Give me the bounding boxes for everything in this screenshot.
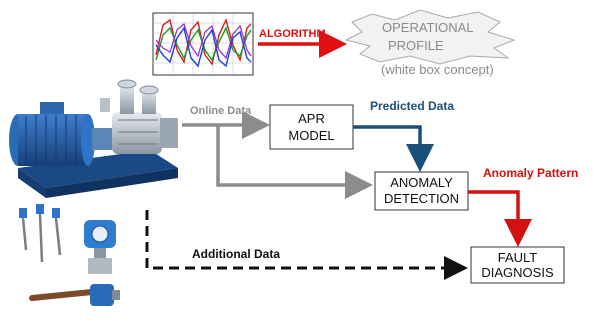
anomaly-detection-box: ANOMALY DETECTION [374,171,469,211]
pressure-transmitter-icon [84,220,116,274]
algorithm-label: ALGORITHM [259,28,326,40]
profile-label: PROFILE [388,38,444,53]
pump-machine-icon [9,79,178,198]
temperature-sensors-icon [19,204,62,263]
anomaly-detection-line1: ANOMALY [390,175,453,190]
operational-label: OPERATIONAL [382,20,474,35]
apr-model-line1: APR [298,111,325,126]
online-to-anomaly-arrow [216,125,373,199]
anomaly-pattern-arrow [468,190,532,247]
apr-model-box: APR MODEL [269,104,354,150]
anomaly-pattern-label: Anomaly Pattern [483,166,578,180]
probe-sensor-icon [29,284,120,306]
additional-data-arrow [145,210,468,280]
online-data-label: Online Data [190,105,252,117]
fault-diagnosis-line2: DIAGNOSIS [481,265,554,280]
predicted-data-label: Predicted Data [370,99,454,113]
signal-chart-thumbnail [152,12,254,76]
additional-data-label: Additional Data [192,247,280,261]
predicted-data-arrow [353,125,434,172]
fault-diagnosis-line1: FAULT [498,250,538,265]
apr-model-line2: MODEL [288,128,334,143]
anomaly-detection-line2: DETECTION [384,191,459,206]
white-box-label: (white box concept) [381,62,494,77]
fault-diagnosis-box: FAULT DIAGNOSIS [470,246,565,284]
operational-profile-burst: OPERATIONAL PROFILE [344,9,516,65]
